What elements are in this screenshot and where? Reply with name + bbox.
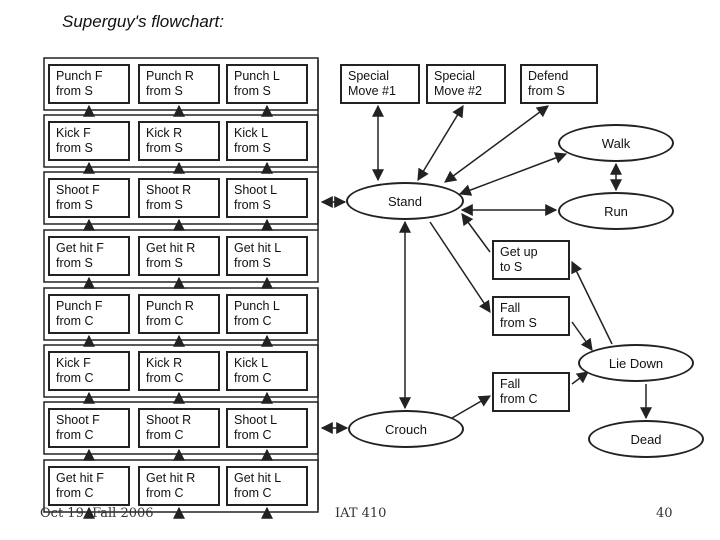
action-box: Kick F from C bbox=[48, 351, 130, 391]
action-box-label: Punch R from C bbox=[146, 299, 194, 328]
special-move-2-box: Special Move #2 bbox=[426, 64, 506, 104]
connector-line bbox=[451, 395, 492, 419]
walk-label: Walk bbox=[601, 135, 631, 151]
action-box-label: Kick F from S bbox=[56, 126, 93, 155]
action-box-label: Shoot F from S bbox=[56, 183, 100, 212]
special-move-1-label: Special Move #1 bbox=[348, 69, 396, 98]
action-box-label: Shoot R from C bbox=[146, 413, 192, 442]
action-box: Kick L from S bbox=[226, 121, 308, 161]
action-box: Punch R from C bbox=[138, 294, 220, 334]
connector-line bbox=[429, 221, 491, 313]
action-box: Get hit R from C bbox=[138, 466, 220, 506]
stand-label: Stand bbox=[388, 193, 422, 209]
action-box-label: Punch L from S bbox=[234, 69, 280, 98]
action-box: Shoot L from C bbox=[226, 408, 308, 448]
run-label: Run bbox=[604, 203, 628, 219]
action-box: Kick L from C bbox=[226, 351, 308, 391]
footer-course: IAT 410 bbox=[335, 506, 387, 521]
action-box: Get hit R from S bbox=[138, 236, 220, 276]
connector-line bbox=[571, 321, 593, 351]
action-box: Get hit F from C bbox=[48, 466, 130, 506]
connector-line bbox=[461, 213, 491, 253]
action-box-label: Kick F from C bbox=[56, 356, 94, 385]
action-box: Get hit L from S bbox=[226, 236, 308, 276]
action-box: Get hit F from S bbox=[48, 236, 130, 276]
lie-down-label: Lie Down bbox=[608, 355, 664, 371]
fall-from-s-box: Fall from S bbox=[492, 296, 570, 336]
crouch-label: Crouch bbox=[385, 421, 427, 437]
action-box: Punch F from C bbox=[48, 294, 130, 334]
action-box: Shoot L from S bbox=[226, 178, 308, 218]
action-box-label: Punch L from C bbox=[234, 299, 280, 328]
connector-line bbox=[571, 371, 589, 385]
get-up-box: Get up to S bbox=[492, 240, 570, 280]
get-up-label: Get up to S bbox=[500, 245, 538, 274]
action-box-label: Shoot R from S bbox=[146, 183, 192, 212]
action-box-label: Kick R from S bbox=[146, 126, 183, 155]
action-box-label: Get hit L from S bbox=[234, 241, 282, 270]
stand-state: Stand bbox=[346, 182, 464, 220]
footer-page-number: 40 bbox=[656, 506, 673, 521]
flowchart-title: Superguy's flowchart: bbox=[62, 12, 224, 31]
connector-line bbox=[444, 105, 549, 183]
action-box-label: Kick L from S bbox=[234, 126, 271, 155]
crouch-state: Crouch bbox=[348, 410, 464, 448]
dead-state: Dead bbox=[588, 420, 704, 458]
action-box: Punch L from C bbox=[226, 294, 308, 334]
action-box-label: Get hit F from S bbox=[56, 241, 104, 270]
defend-box: Defend from S bbox=[520, 64, 598, 104]
action-box: Kick R from S bbox=[138, 121, 220, 161]
run-state: Run bbox=[558, 192, 674, 230]
action-box-label: Shoot F from C bbox=[56, 413, 100, 442]
action-box: Kick R from C bbox=[138, 351, 220, 391]
dead-label: Dead bbox=[630, 431, 662, 447]
special-move-2-label: Special Move #2 bbox=[434, 69, 482, 98]
action-box: Shoot F from C bbox=[48, 408, 130, 448]
action-box: Kick F from S bbox=[48, 121, 130, 161]
footer-date: Oct 19, Fall 2006 bbox=[40, 506, 154, 521]
connector-line bbox=[417, 104, 464, 182]
action-box-label: Kick L from C bbox=[234, 356, 272, 385]
action-box: Punch F from S bbox=[48, 64, 130, 104]
action-box-label: Punch R from S bbox=[146, 69, 194, 98]
action-box-label: Get hit R from C bbox=[146, 471, 196, 500]
action-box-label: Punch F from C bbox=[56, 299, 103, 328]
action-box: Punch R from S bbox=[138, 64, 220, 104]
fall-from-s-label: Fall from S bbox=[500, 301, 537, 330]
walk-state: Walk bbox=[558, 124, 674, 162]
action-box: Punch L from S bbox=[226, 64, 308, 104]
action-box-label: Punch F from S bbox=[56, 69, 103, 98]
action-box-label: Get hit F from C bbox=[56, 471, 104, 500]
action-box-label: Kick R from C bbox=[146, 356, 184, 385]
action-box-label: Shoot L from C bbox=[234, 413, 278, 442]
action-box: Shoot R from C bbox=[138, 408, 220, 448]
special-move-1-box: Special Move #1 bbox=[340, 64, 420, 104]
action-box-label: Get hit R from S bbox=[146, 241, 196, 270]
action-box-label: Shoot L from S bbox=[234, 183, 278, 212]
action-box: Shoot R from S bbox=[138, 178, 220, 218]
fall-from-c-label: Fall from C bbox=[500, 377, 538, 406]
connector-line bbox=[571, 260, 613, 345]
lie-down-state: Lie Down bbox=[578, 344, 694, 382]
connector-line bbox=[458, 152, 568, 196]
defend-label: Defend from S bbox=[528, 69, 569, 98]
fall-from-c-box: Fall from C bbox=[492, 372, 570, 412]
action-box-label: Get hit L from C bbox=[234, 471, 282, 500]
action-box: Get hit L from C bbox=[226, 466, 308, 506]
action-box: Shoot F from S bbox=[48, 178, 130, 218]
